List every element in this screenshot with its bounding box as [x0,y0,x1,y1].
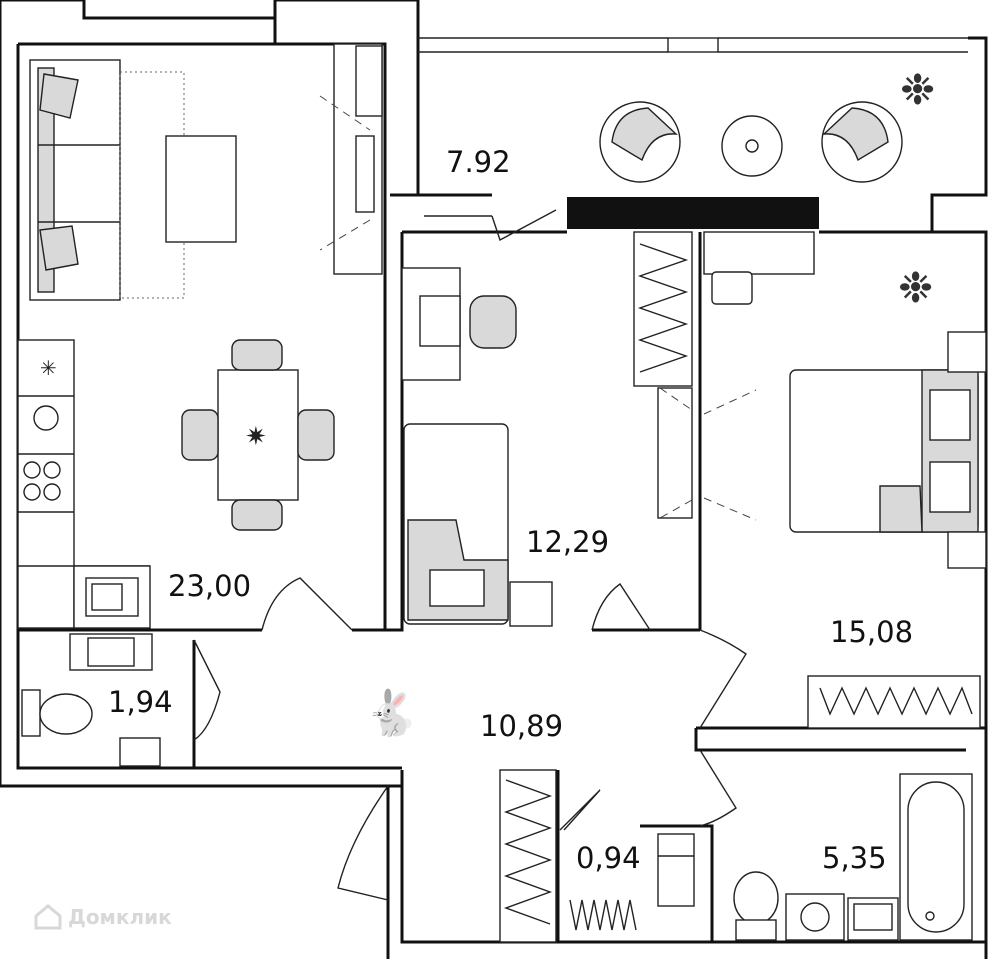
kitchen-counter: ✳ [17,339,151,629]
nightstand [509,581,553,627]
sink-icon [847,897,899,941]
bedroom-door [699,629,747,729]
watermark: Домклик [34,904,172,930]
area-label-hallway: 10,89 [480,709,563,743]
dining-table: ✷ [181,339,335,531]
chair-icon [469,295,517,349]
coffee-table [165,135,237,243]
wardrobe-icon [807,675,981,729]
living-door [261,577,353,631]
bed-icon [403,423,509,625]
closet-hangers [569,899,637,931]
balcony-door [491,209,557,242]
house-icon [34,904,62,930]
toilet-icon [733,871,779,941]
compass-rose-icon: ✷ [245,422,267,452]
sink-icon [85,577,139,617]
desk-icon [401,267,461,381]
toilet-room [21,633,161,767]
stove-icon [23,461,61,501]
bathroom-sink-top [711,271,753,305]
sink-icon [119,737,161,767]
bed-icon [789,331,987,569]
area-label-toilet: 1,94 [108,685,173,719]
area-label-study: 12,29 [526,525,609,559]
area-label-closet: 0,94 [576,841,641,875]
toilet-door [193,639,221,741]
bathroom-door [699,749,737,827]
balcony-furniture [599,101,903,183]
area-label-bathroom: 5,35 [822,841,887,875]
area-label-bedroom: 15,08 [830,615,913,649]
closet-door [559,789,601,831]
dishwasher-icon [33,405,59,431]
bathtub-icon [899,773,973,941]
washing-machine-icon [785,893,845,941]
cat-icon: 🐇 [364,688,419,739]
doors [193,209,747,901]
area-label-balcony: 7.92 [446,145,511,179]
sofa-icon [29,59,121,301]
toilet-icon [21,689,93,737]
plant-icon: ❉ [900,65,935,114]
wardrobe-icon [499,769,557,943]
area-label-living-kitchen: 23,00 [168,569,251,603]
wardrobe-icon [633,231,693,519]
study-door [591,583,651,631]
plant-icon: ❉ [898,263,933,312]
entrance-door [337,785,389,901]
watermark-text: Домклик [68,905,172,929]
tv-stand [319,43,383,275]
snowflake-icon: ✳ [40,356,57,380]
bedroom-shelf [703,231,815,275]
shoe-cabinet [657,833,695,907]
balcony-window-bar [567,197,819,229]
